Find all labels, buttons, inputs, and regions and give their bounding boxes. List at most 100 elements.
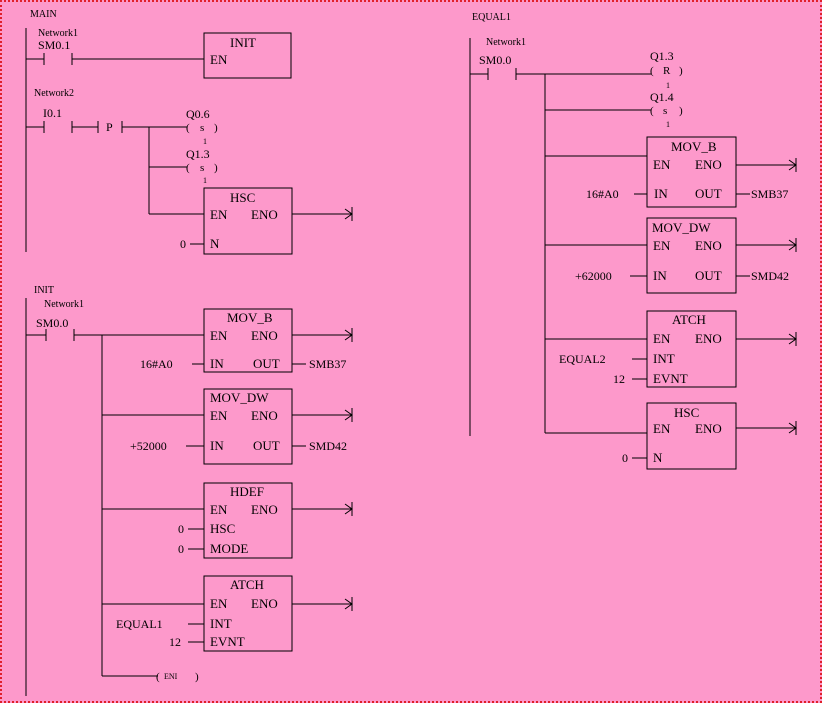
coil-address: Q1.3 <box>650 49 674 63</box>
section-title-main: MAIN <box>30 9 57 20</box>
pin-in: IN <box>653 268 667 283</box>
pin-eno: ENO <box>251 596 278 611</box>
coil-address: Q0.6 <box>186 107 210 121</box>
pin-int: INT <box>653 351 675 366</box>
pin-en: EN <box>210 408 228 423</box>
output-arrow <box>736 332 797 346</box>
coil-count: 1 <box>203 137 207 146</box>
coil-count: 1 <box>666 120 670 129</box>
pin-en: EN <box>210 207 228 222</box>
output-arrow <box>292 502 353 516</box>
svg-text:(: ( <box>650 65 654 77</box>
pin-en: EN <box>210 328 228 343</box>
box-title: ATCH <box>230 577 264 592</box>
output-arrow <box>292 408 353 422</box>
pin-evnt: EVNT <box>653 371 688 386</box>
network-label: Network1 <box>44 299 84 310</box>
output-arrow <box>736 158 797 172</box>
pin-value: 0 <box>178 522 184 536</box>
pin-en: EN <box>653 157 671 172</box>
output-arrow <box>292 207 353 221</box>
section-title-init: INIT <box>34 285 54 296</box>
pin-out: OUT <box>695 268 722 283</box>
pin-eno: ENO <box>695 421 722 436</box>
box-title: ATCH <box>672 312 706 327</box>
pin-out: OUT <box>253 356 280 371</box>
pin-value: EQUAL2 <box>559 352 606 366</box>
pin-eno: ENO <box>251 502 278 517</box>
pin-value: 0 <box>180 237 186 251</box>
pin-n: N <box>653 450 663 465</box>
function-box-mov-dw <box>646 217 737 294</box>
svg-text:(: ( <box>186 122 190 134</box>
svg-text:ENI: ENI <box>164 672 178 681</box>
svg-text:(: ( <box>156 671 160 683</box>
box-title: INIT <box>230 35 256 50</box>
pin-en: EN <box>653 331 671 346</box>
contact-address: I0.1 <box>43 106 62 120</box>
pin-value: +52000 <box>130 439 167 453</box>
contact-no <box>26 121 98 133</box>
pin-en: EN <box>653 421 671 436</box>
pin-eno: ENO <box>251 408 278 423</box>
function-box-atch <box>646 310 737 388</box>
pin-eno: ENO <box>695 238 722 253</box>
function-box-init <box>203 32 292 79</box>
pin-value: SMB37 <box>751 187 788 201</box>
pin-en: EN <box>210 596 228 611</box>
pin-value: 0 <box>178 542 184 556</box>
pin-eno: ENO <box>251 207 278 222</box>
box-title: HSC <box>674 405 699 420</box>
pin-int: INT <box>210 616 232 631</box>
pin-en: EN <box>653 238 671 253</box>
contact-address: SM0.1 <box>38 38 70 52</box>
svg-text:): ) <box>214 162 218 174</box>
svg-text:R: R <box>663 65 671 77</box>
contact-no <box>470 68 651 80</box>
box-title: HDEF <box>230 484 264 499</box>
function-box-mov-b <box>646 136 737 208</box>
function-box-hsc <box>203 187 293 255</box>
svg-text:s: s <box>200 122 204 134</box>
pin-en: EN <box>210 52 228 67</box>
function-box-hdef <box>203 482 293 559</box>
coil-address: Q1.4 <box>650 90 674 104</box>
contact-no <box>26 53 204 65</box>
pin-value: 16#A0 <box>140 357 173 371</box>
pin-value: 16#A0 <box>586 187 619 201</box>
svg-text:(: ( <box>186 162 190 174</box>
pin-evnt: EVNT <box>210 634 245 649</box>
box-title: HSC <box>230 190 255 205</box>
box-title: MOV_B <box>671 139 717 154</box>
pin-value: EQUAL1 <box>116 617 163 631</box>
box-title: MOV_DW <box>210 390 269 405</box>
pin-mode: MODE <box>210 541 248 556</box>
pin-value: SMD42 <box>751 269 789 283</box>
function-box-atch <box>203 575 293 652</box>
pin-value: 12 <box>613 372 625 386</box>
box-title: MOV_DW <box>652 220 711 235</box>
svg-text:): ) <box>679 65 683 77</box>
pin-value: 0 <box>622 451 628 465</box>
pin-value: SMD42 <box>309 439 347 453</box>
pin-eno: ENO <box>695 157 722 172</box>
pin-eno: ENO <box>695 331 722 346</box>
output-arrow <box>292 328 353 342</box>
contact-address: SM0.0 <box>479 53 511 67</box>
coil-set: ( s ) <box>186 162 218 174</box>
output-arrow <box>736 238 797 252</box>
box-title: MOV_B <box>227 310 273 325</box>
coil-count: 1 <box>203 176 207 185</box>
svg-text:): ) <box>679 105 683 117</box>
function-box-hsc <box>646 402 737 470</box>
svg-text:s: s <box>200 162 204 174</box>
pin-out: OUT <box>253 438 280 453</box>
output-arrow <box>292 597 353 611</box>
output-arrow <box>736 421 797 435</box>
edge-label: P <box>106 120 113 134</box>
contact-address: SM0.0 <box>36 316 68 330</box>
network-label: Network1 <box>486 37 526 48</box>
positive-edge-contact <box>97 121 187 133</box>
